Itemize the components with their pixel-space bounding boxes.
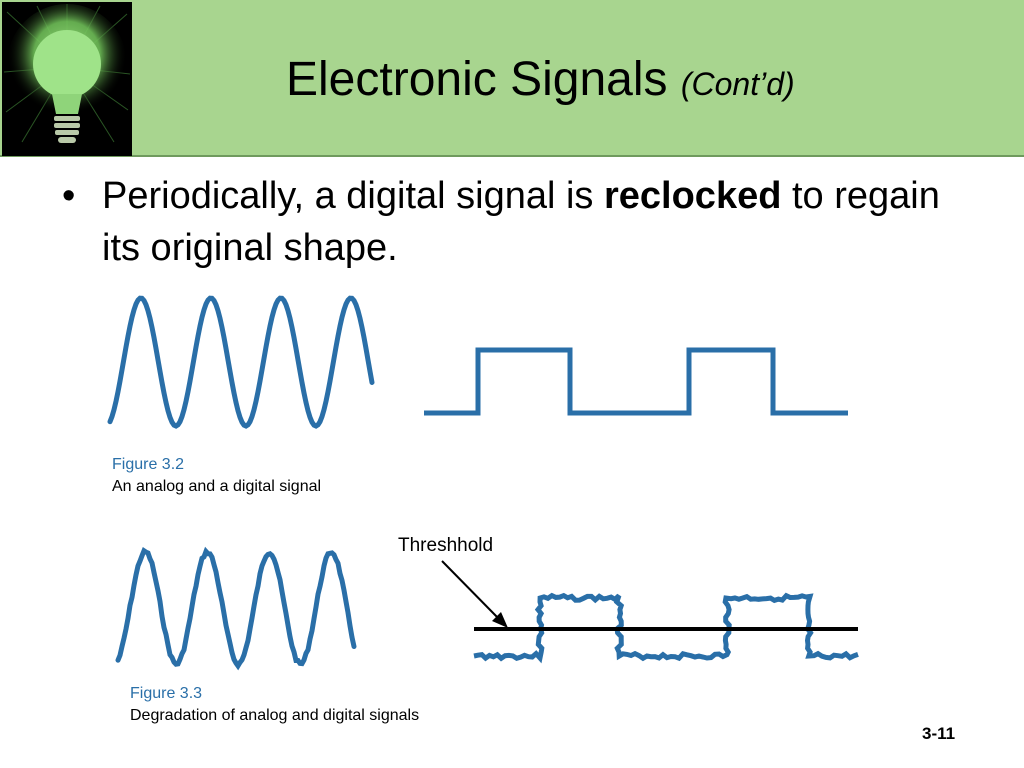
analog-signal-wave: [107, 295, 375, 429]
digital-signal-wave: [424, 347, 848, 416]
slide-number: 3-11: [922, 724, 956, 743]
bullet-bold-term: reclocked: [603, 175, 782, 217]
threshold-arrow: [441, 560, 501, 621]
degraded-analog-signal-wave: [115, 546, 357, 671]
header-divider: [0, 155, 1024, 157]
slide-title: Electronic Signals (Cont’d): [286, 53, 795, 106]
figure-3-3-caption: Figure 3.3 Degradation of analog and dig…: [130, 683, 419, 727]
slide-title-suffix: (Cont’d): [680, 66, 795, 102]
degraded-digital-signal-wave: [473, 592, 859, 664]
figure-3-2-text: An analog and a digital signal: [112, 478, 322, 495]
bullet-text: Periodically, a digital signal is recloc…: [102, 175, 940, 269]
bullet-dot-icon: •: [62, 175, 76, 217]
arrowhead-icon: [492, 612, 508, 628]
figure-3-3-number: Figure 3.3: [130, 685, 203, 702]
figure-3-2-caption: Figure 3.2 An analog and a digital signa…: [112, 454, 321, 498]
threshold-label: Threshhold: [398, 535, 493, 556]
lightbulb-icon: [2, 2, 132, 156]
slide-header: [0, 0, 1024, 156]
figure-3-2-number: Figure 3.2: [112, 456, 185, 473]
figure-3-3-text: Degradation of analog and digital signal…: [130, 707, 420, 724]
